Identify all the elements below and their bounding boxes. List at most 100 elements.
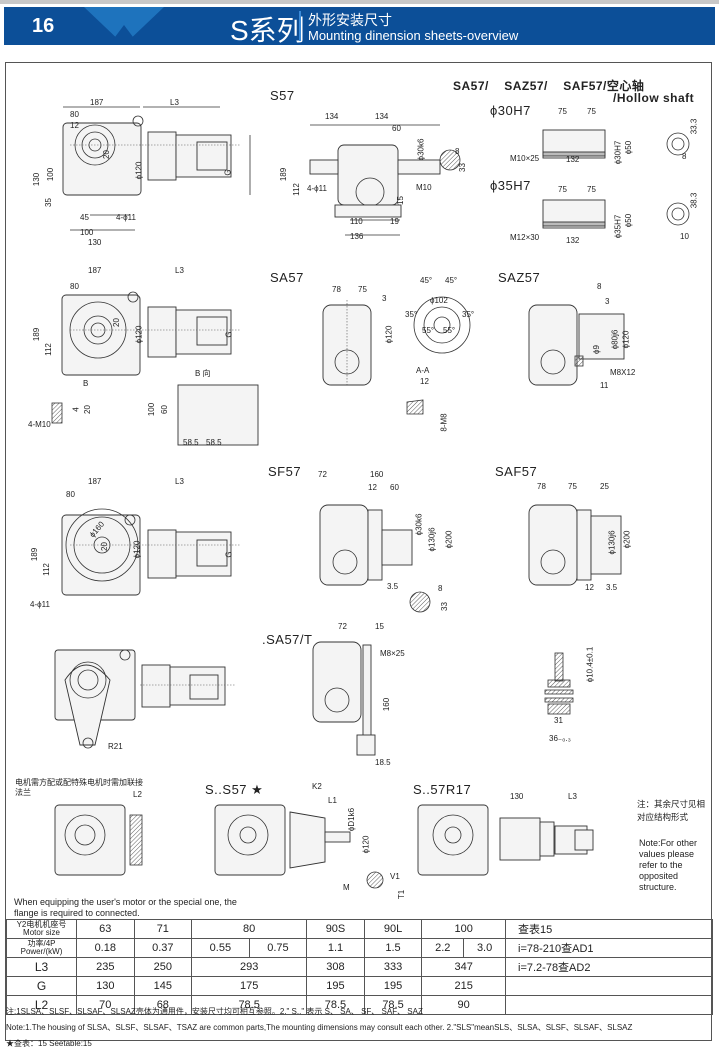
dim-g-sf: G xyxy=(224,551,234,558)
table-subcell: 0.55 xyxy=(209,942,232,954)
dim-m10x25: M10×25 xyxy=(510,154,540,163)
table-cell: 71 xyxy=(133,919,193,939)
dim-4-m10: 4-M10 xyxy=(28,420,51,429)
footnote-en: Note:1.The housing of SLSA、SLSF、SLSAF、TS… xyxy=(6,1023,633,1032)
side-note-en: Note:For other values please refer to th… xyxy=(639,838,698,892)
flange-drawing xyxy=(54,804,143,876)
dim-8-saz: 8 xyxy=(597,282,602,291)
row-header: G xyxy=(6,976,77,996)
reference-cell: i=7.2-78查AD2 xyxy=(505,957,713,977)
dim-phi9: ϕ9 xyxy=(591,345,601,354)
dim-33-3: 33.3 xyxy=(689,118,699,135)
dim-80-sa: 80 xyxy=(70,282,79,291)
dim-4-phi11: 4-ϕ11 xyxy=(116,213,136,222)
dim-g-sa: G xyxy=(224,331,234,338)
dim-132b: 132 xyxy=(566,236,580,245)
label-hollow-shaft: SA57/ SAZ57/ SAF57/空心轴 xyxy=(453,79,645,93)
page-header: 16 S系列 外形安装尺寸 Mounting dinension sheets-… xyxy=(4,7,715,45)
dim-35: 35 xyxy=(43,198,53,207)
dim-187-sa: 187 xyxy=(88,266,102,275)
table-cell: 235 xyxy=(76,957,135,977)
dim-r21: R21 xyxy=(108,742,123,751)
dim-187: 187 xyxy=(90,98,104,107)
bushing-detail-drawing xyxy=(544,652,574,715)
row-header: 功率/4P Power/(kW) xyxy=(6,938,77,958)
s57r17-drawing xyxy=(417,804,594,876)
dim-189: 189 xyxy=(279,167,289,182)
table-cell: 308 xyxy=(306,957,365,977)
dim-phid1k6: ϕD1k6 xyxy=(347,807,357,832)
row-header: Y2电机机座号 Motor size xyxy=(6,919,77,939)
hollow-shaft-drawing xyxy=(542,129,690,229)
table-cell: 145 xyxy=(133,976,193,996)
dim-20-thread: 20 xyxy=(82,405,92,414)
dim-4-phi11-front: 4-ϕ11 xyxy=(307,184,327,193)
reference-cell xyxy=(505,995,713,1015)
series-title: S系列 xyxy=(230,15,305,45)
dim-189-sf: 189 xyxy=(30,547,40,562)
table-cell: 90S xyxy=(306,919,365,939)
top-border xyxy=(0,0,719,4)
table-cell: 90 xyxy=(421,995,506,1015)
dim-75a: 75 xyxy=(558,107,567,116)
dim-phi120-front: ϕ120 xyxy=(384,325,394,344)
dim-m: M xyxy=(343,883,350,892)
drawing-frame xyxy=(5,62,712,1041)
dim-10: 10 xyxy=(680,232,689,241)
dim-75c: 75 xyxy=(558,185,567,194)
dim-112-sa: 112 xyxy=(43,343,53,356)
table-subcell: 2.2 xyxy=(435,942,451,954)
dim-58-5a: 58.5 xyxy=(183,438,199,447)
table-cell: 175 xyxy=(191,976,308,996)
dim-45: 45 xyxy=(80,213,89,222)
page-number: 16 xyxy=(32,15,55,37)
title-en: Mounting dinension sheets-overview xyxy=(308,28,519,43)
label-phi35h7: ϕ35H7 xyxy=(490,178,531,193)
saf57-drawing xyxy=(528,504,622,586)
sa57-front-drawing xyxy=(322,296,471,415)
dim-4: 4 xyxy=(71,407,81,412)
dim-75-sa: 75 xyxy=(358,285,367,294)
dim-134b: 134 xyxy=(375,112,389,121)
label-b-view: B 向 xyxy=(195,369,211,378)
reference-cell: i=78-210查AD1 xyxy=(505,938,713,958)
dim-25: 25 xyxy=(600,482,609,491)
dim-8b: 8 xyxy=(682,152,687,161)
sa57t-drawing xyxy=(312,641,376,756)
dim-l3-r17: L3 xyxy=(568,792,577,801)
dim-phi200-saf: ϕ200 xyxy=(622,530,632,549)
dim-20: 20 xyxy=(101,150,111,159)
dim-18-5: 18.5 xyxy=(375,758,391,767)
dim-110: 110 xyxy=(350,217,363,226)
label-saf57: SAF57 xyxy=(495,464,538,479)
dim-12: 12 xyxy=(70,121,79,130)
dim-134a: 134 xyxy=(325,112,339,121)
dim-130: 130 xyxy=(32,172,42,187)
dim-112-sf: 112 xyxy=(41,563,51,576)
header-chevron-decoration xyxy=(84,7,164,45)
dim-72: 72 xyxy=(318,470,327,479)
dim-8-sf: 8 xyxy=(438,584,443,593)
table-cell: 0.18 xyxy=(76,938,135,958)
label-saz57: SAZ57 xyxy=(498,270,541,285)
label-ss57: S..S57 ★ xyxy=(205,782,264,797)
footnote-cn: 注:1SLSA、SLSF、SLSAF、SLSAZ壳体为通用件，安装尺寸均可相互参… xyxy=(6,1007,423,1016)
dim-33-sf: 33 xyxy=(439,602,449,611)
dim-phi30h7: ϕ30H7 xyxy=(613,140,623,165)
ss57-drawing xyxy=(214,804,384,889)
saz57-drawing xyxy=(528,304,625,386)
table-cell: 78.5 xyxy=(191,995,308,1015)
dim-12-sf: 12 xyxy=(368,483,377,492)
reference-cell: 查表15 xyxy=(505,919,713,939)
table-cell: 1.1 xyxy=(306,938,365,958)
dim-20-sa: 20 xyxy=(111,318,121,327)
dim-187-sf: 187 xyxy=(88,477,102,486)
dim-19: 19 xyxy=(390,217,399,226)
dim-phi50b: ϕ50 xyxy=(624,213,634,228)
dim-130-r17: 130 xyxy=(510,792,524,801)
dim-60-sf: 60 xyxy=(390,483,399,492)
